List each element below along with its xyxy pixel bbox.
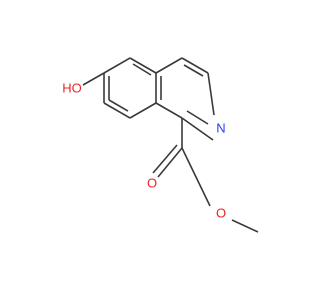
bond-c8a-c8 (129, 102, 157, 119)
bond-c5-c4a-inner (132, 63, 152, 76)
bond-c4a-c4 (155, 57, 183, 74)
bond-c-o-double-b (152, 144, 178, 174)
bond-c-o-ester (181, 147, 211, 207)
bond-o-methyl (231, 219, 259, 233)
bond-c8-c7 (103, 102, 131, 119)
molecule-structure: HO N O O (62, 57, 259, 233)
bond-n2-c1 (181, 117, 214, 141)
bond-layer (82, 57, 259, 233)
bond-c8-c7-inner (108, 99, 129, 112)
bond-c1-c8a (155, 102, 183, 119)
bond-c1-n2-inner (186, 110, 209, 125)
atom-label-ester-oxygen: O (216, 206, 226, 221)
bond-c6-c5 (103, 57, 131, 74)
bond-c5-c4a (129, 57, 157, 74)
bond-c-o-double-a (157, 147, 183, 178)
bond-c3-n2 (207, 72, 215, 116)
atom-label-ring-nitrogen: N (216, 121, 225, 136)
bond-c4-c3 (181, 57, 209, 74)
atom-label-carbonyl-oxygen: O (147, 176, 157, 191)
atom-label-hydroxyl: HO (62, 81, 82, 96)
bond-c4-c3-inner (183, 64, 204, 77)
bond-o-c6 (82, 72, 105, 86)
